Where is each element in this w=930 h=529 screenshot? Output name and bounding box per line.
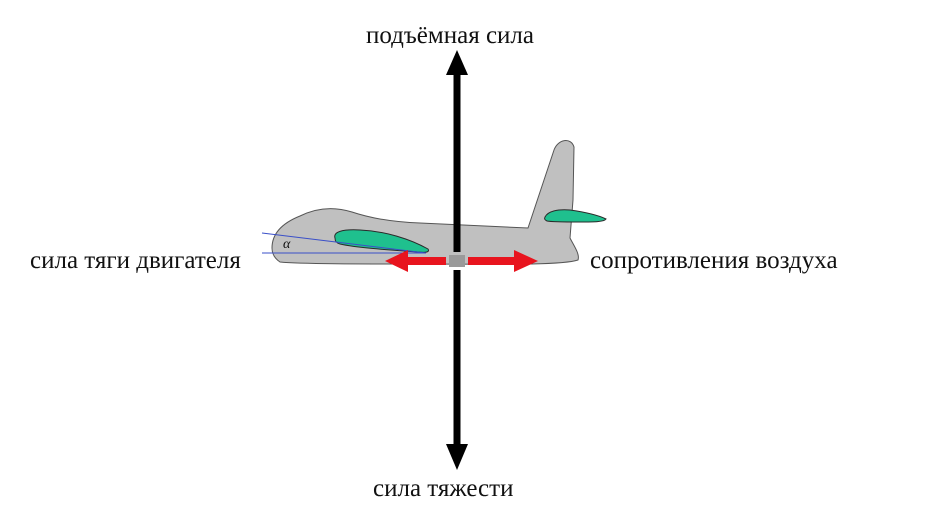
angle-alpha-symbol: α xyxy=(283,237,291,252)
lift-arrow-head xyxy=(446,50,468,75)
thrust-label: сила тяги двигателя xyxy=(30,247,241,274)
lift-label: подъёмная сила xyxy=(366,22,534,49)
drag-arrow-head xyxy=(514,250,538,272)
gravity-label: сила тяжести xyxy=(373,475,514,502)
thrust-arrow-head xyxy=(385,250,408,272)
drag-label: сопротивления воздуха xyxy=(590,247,838,274)
main-wing xyxy=(334,229,429,253)
airplane-fuselage xyxy=(271,140,579,265)
center-of-mass-marker xyxy=(449,255,465,267)
gravity-arrow-head xyxy=(446,444,468,470)
tail-stabilizer xyxy=(544,209,607,223)
angle-line-upper xyxy=(261,232,427,254)
